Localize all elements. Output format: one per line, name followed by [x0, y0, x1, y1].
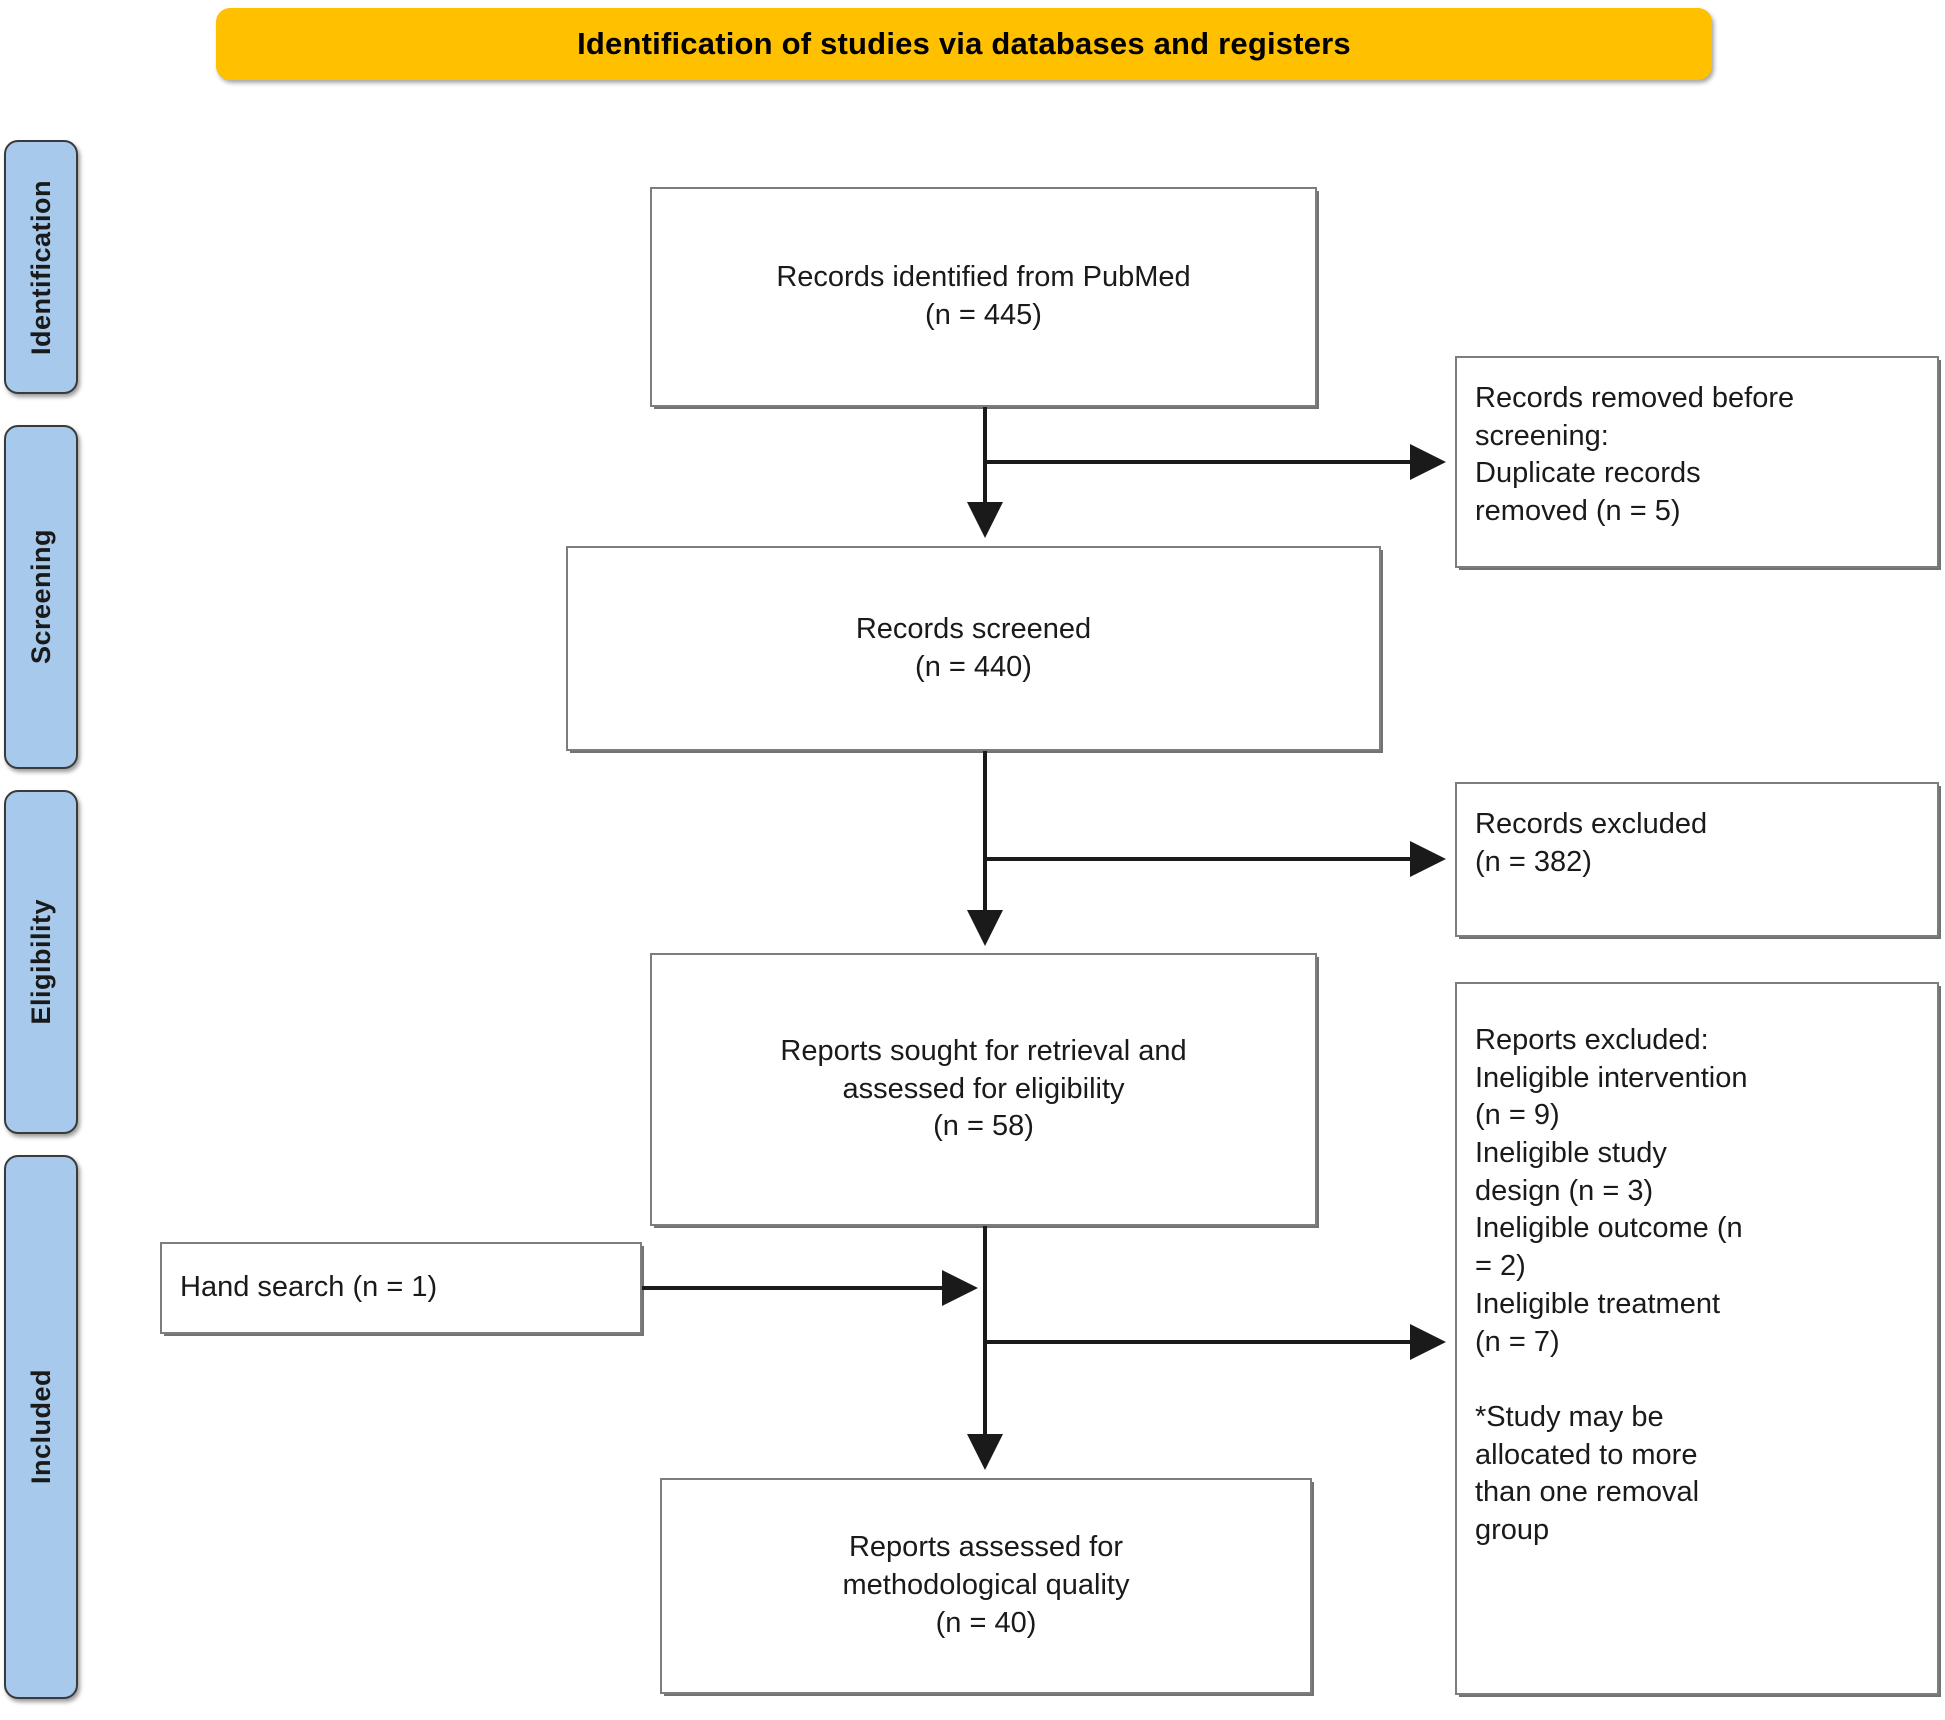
- box-records-excluded: Records excluded (n = 382): [1455, 782, 1939, 937]
- stage-label-screening: Screening: [4, 425, 78, 769]
- stage-label-identification: Identification: [4, 140, 78, 394]
- stage-label-text: Identification: [25, 179, 56, 355]
- stage-label-eligibility: Eligibility: [4, 790, 78, 1134]
- box-reports-assessed-quality: Reports assessed for methodological qual…: [660, 1478, 1312, 1694]
- stage-label-text: Screening: [25, 529, 56, 665]
- box-records-screened-text: Records screened (n = 440): [855, 612, 1092, 683]
- box-reports-sought-for-retrieval: Reports sought for retrieval and assesse…: [650, 953, 1317, 1226]
- stage-label-text: Included: [25, 1369, 56, 1485]
- box-records-screened: Records screened (n = 440): [566, 546, 1381, 751]
- box-reports-assessed-text: Reports assessed for methodological qual…: [842, 1531, 1130, 1639]
- box-reports-sought-text: Reports sought for retrieval and assesse…: [780, 1034, 1187, 1143]
- diagram-banner: Identification of studies via databases …: [216, 8, 1712, 80]
- stage-label-included: Included: [4, 1155, 78, 1699]
- box-records-excluded-text: Records excluded (n = 382): [1475, 808, 1708, 878]
- box-reports-excluded: Reports excluded: Ineligible interventio…: [1455, 982, 1939, 1695]
- box-records-removed-before-screening: Records removed before screening: Duplic…: [1455, 356, 1939, 568]
- box-records-identified: Records identified from PubMed (n = 445): [650, 187, 1317, 407]
- box-records-removed-text: Records removed before screening: Duplic…: [1475, 382, 1795, 528]
- banner-title: Identification of studies via databases …: [577, 26, 1351, 61]
- box-records-identified-text: Records identified from PubMed (n = 445): [776, 261, 1191, 331]
- box-reports-excluded-text: Reports excluded: Ineligible interventio…: [1475, 1024, 1748, 1546]
- stage-label-text: Eligibility: [25, 899, 56, 1025]
- box-hand-search: Hand search (n = 1): [160, 1242, 642, 1334]
- box-hand-search-text: Hand search (n = 1): [180, 1271, 438, 1304]
